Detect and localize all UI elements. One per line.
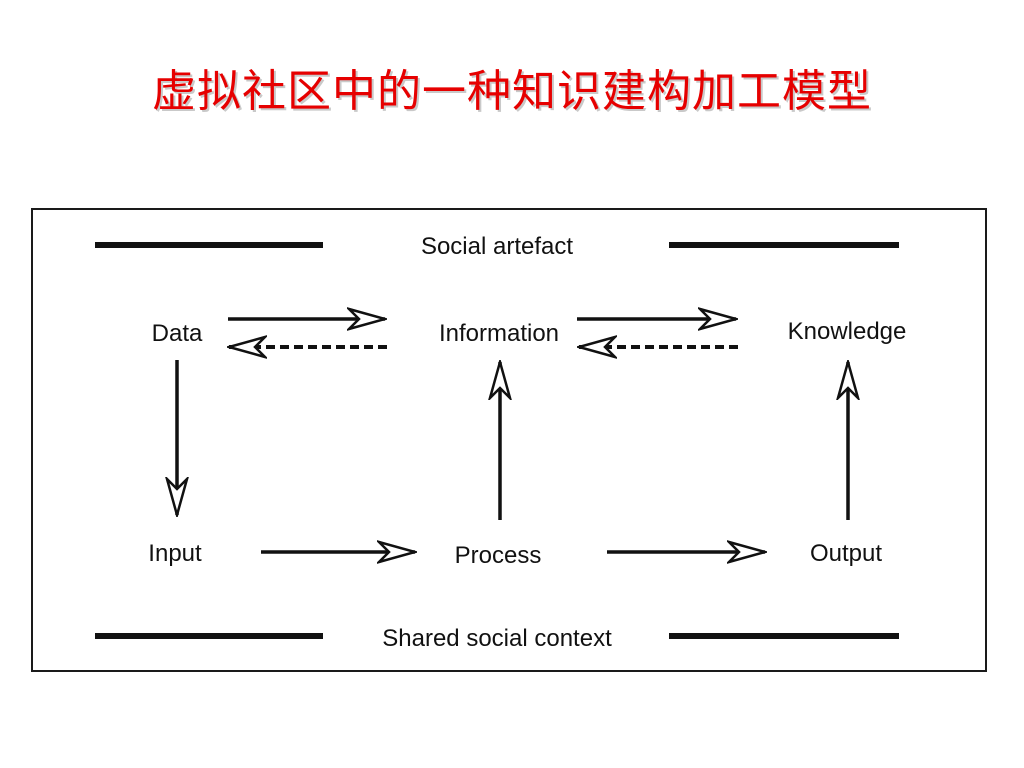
bottom-band-label: Shared social context: [382, 625, 612, 652]
node-process: Process: [455, 542, 542, 569]
node-knowledge: Knowledge: [788, 318, 907, 345]
node-output: Output: [810, 540, 882, 567]
node-information: Information: [439, 320, 559, 347]
slide-title: 虚拟社区中的一种知识建构加工模型: [152, 66, 872, 117]
node-data: Data: [152, 320, 203, 347]
node-input: Input: [148, 540, 202, 567]
top-band-label: Social artefact: [421, 233, 573, 260]
knowledge-construction-diagram: Social artefact Shared social context Da…: [31, 208, 987, 672]
diagram-canvas: Social artefact Shared social context Da…: [95, 233, 907, 652]
